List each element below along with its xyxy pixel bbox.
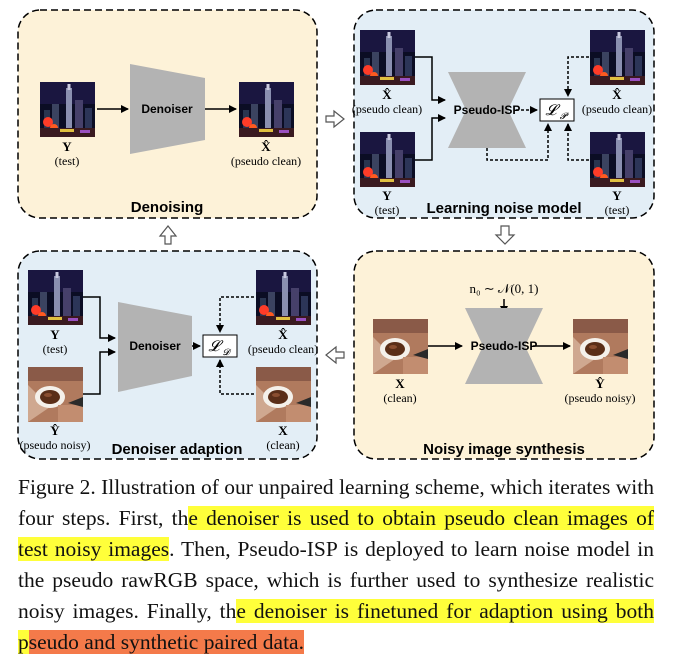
denoising-input-symbol: Y [62,139,72,154]
synthesis-output-label: (pseudo noisy) [565,391,636,405]
loss-box-p [539,98,575,122]
diagram: Y (test) Denoiser X̂ (pseudo clean) Deno… [17,9,655,460]
image-pseudo-clean-adaption [256,270,311,325]
adaption-left-top-symbol: Y [50,327,60,342]
image-pseudo-noisy-synthesis [573,319,628,374]
adaption-right-top-label: (pseudo clean) [248,342,318,356]
loss-subscript-p: 𝓟 [560,111,569,121]
loss-subscript-d: 𝓓 [223,347,232,357]
flow-arrow-down-icon [494,225,516,245]
loss-box-d [202,334,238,358]
flow-arrow-up-icon [158,225,178,245]
image-pseudo-clean-right [590,30,645,85]
adaption-right-top-symbol: X̂ [278,327,288,342]
learning-left-bottom-label: (test) [375,203,400,217]
learning-left-top-symbol: X̂ [382,87,392,102]
panel-title-denoiser-adaption: Denoiser adaption [112,441,243,458]
denoising-output-label: (pseudo clean) [231,154,301,168]
caption-text-2: . Then, Pseudo-ISP is deployed to learn … [18,537,654,623]
image-test-left [360,132,415,187]
adaption-left-bottom-symbol: Ŷ [50,423,60,438]
synthesis-input-label: (clean) [383,391,416,405]
learning-left-top-label: (pseudo clean) [352,102,422,116]
panel-title-learning-noise-model: Learning noise model [426,200,581,217]
denoiser-block [130,64,205,154]
figure-caption: Figure 2. Illustration of our unpaired l… [18,472,654,658]
image-test-right [590,132,645,187]
image-clean-synthesis [373,319,428,374]
pseudo-isp-label-learning: Pseudo-ISP [454,103,521,117]
denoiser-block-adaption [118,302,192,392]
learning-left-bottom-symbol: Y [382,188,392,203]
noise-prior-label: n₀ ∼ 𝒩(0, 1) [469,281,538,296]
denoiser-block-label: Denoiser [141,102,193,116]
denoising-input-label: (test) [55,154,80,168]
image-test-noisy [40,82,95,137]
caption-text-1: Figure 2. Illustration of our unpaired l… [18,475,654,530]
learning-right-top-symbol: X̂ [612,87,622,102]
denoising-output-symbol: X̂ [261,139,271,154]
synthesis-output-symbol: Ŷ [595,376,605,391]
panel-title-noisy-image-synthesis: Noisy image synthesis [423,441,585,458]
pseudo-isp-block-learning [448,72,526,148]
learning-right-bottom-label: (test) [605,203,630,217]
image-pseudo-clean [239,82,294,137]
image-pseudo-noisy-adaption [28,367,83,422]
image-pseudo-clean-left [360,30,415,85]
caption-highlight-3: seudo and synthetic paired data. [28,630,304,654]
adaption-right-bottom-symbol: X [278,423,288,438]
flow-arrow-right-icon [325,109,345,129]
flow-arrow-left-icon [325,345,345,365]
learning-right-top-label: (pseudo clean) [582,102,652,116]
panel-title-denoising: Denoising [131,199,204,216]
denoiser-label-adaption: Denoiser [129,339,181,353]
adaption-left-top-label: (test) [43,342,68,356]
synthesis-input-symbol: X [395,376,405,391]
image-test-adaption [28,270,83,325]
pseudo-isp-label-synthesis: Pseudo-ISP [471,339,538,353]
image-clean-adaption [256,367,311,422]
learning-right-bottom-symbol: Y [612,188,622,203]
adaption-left-bottom-label: (pseudo noisy) [20,438,91,452]
adaption-right-bottom-label: (clean) [266,438,299,452]
pseudo-isp-block-synthesis [465,308,543,384]
